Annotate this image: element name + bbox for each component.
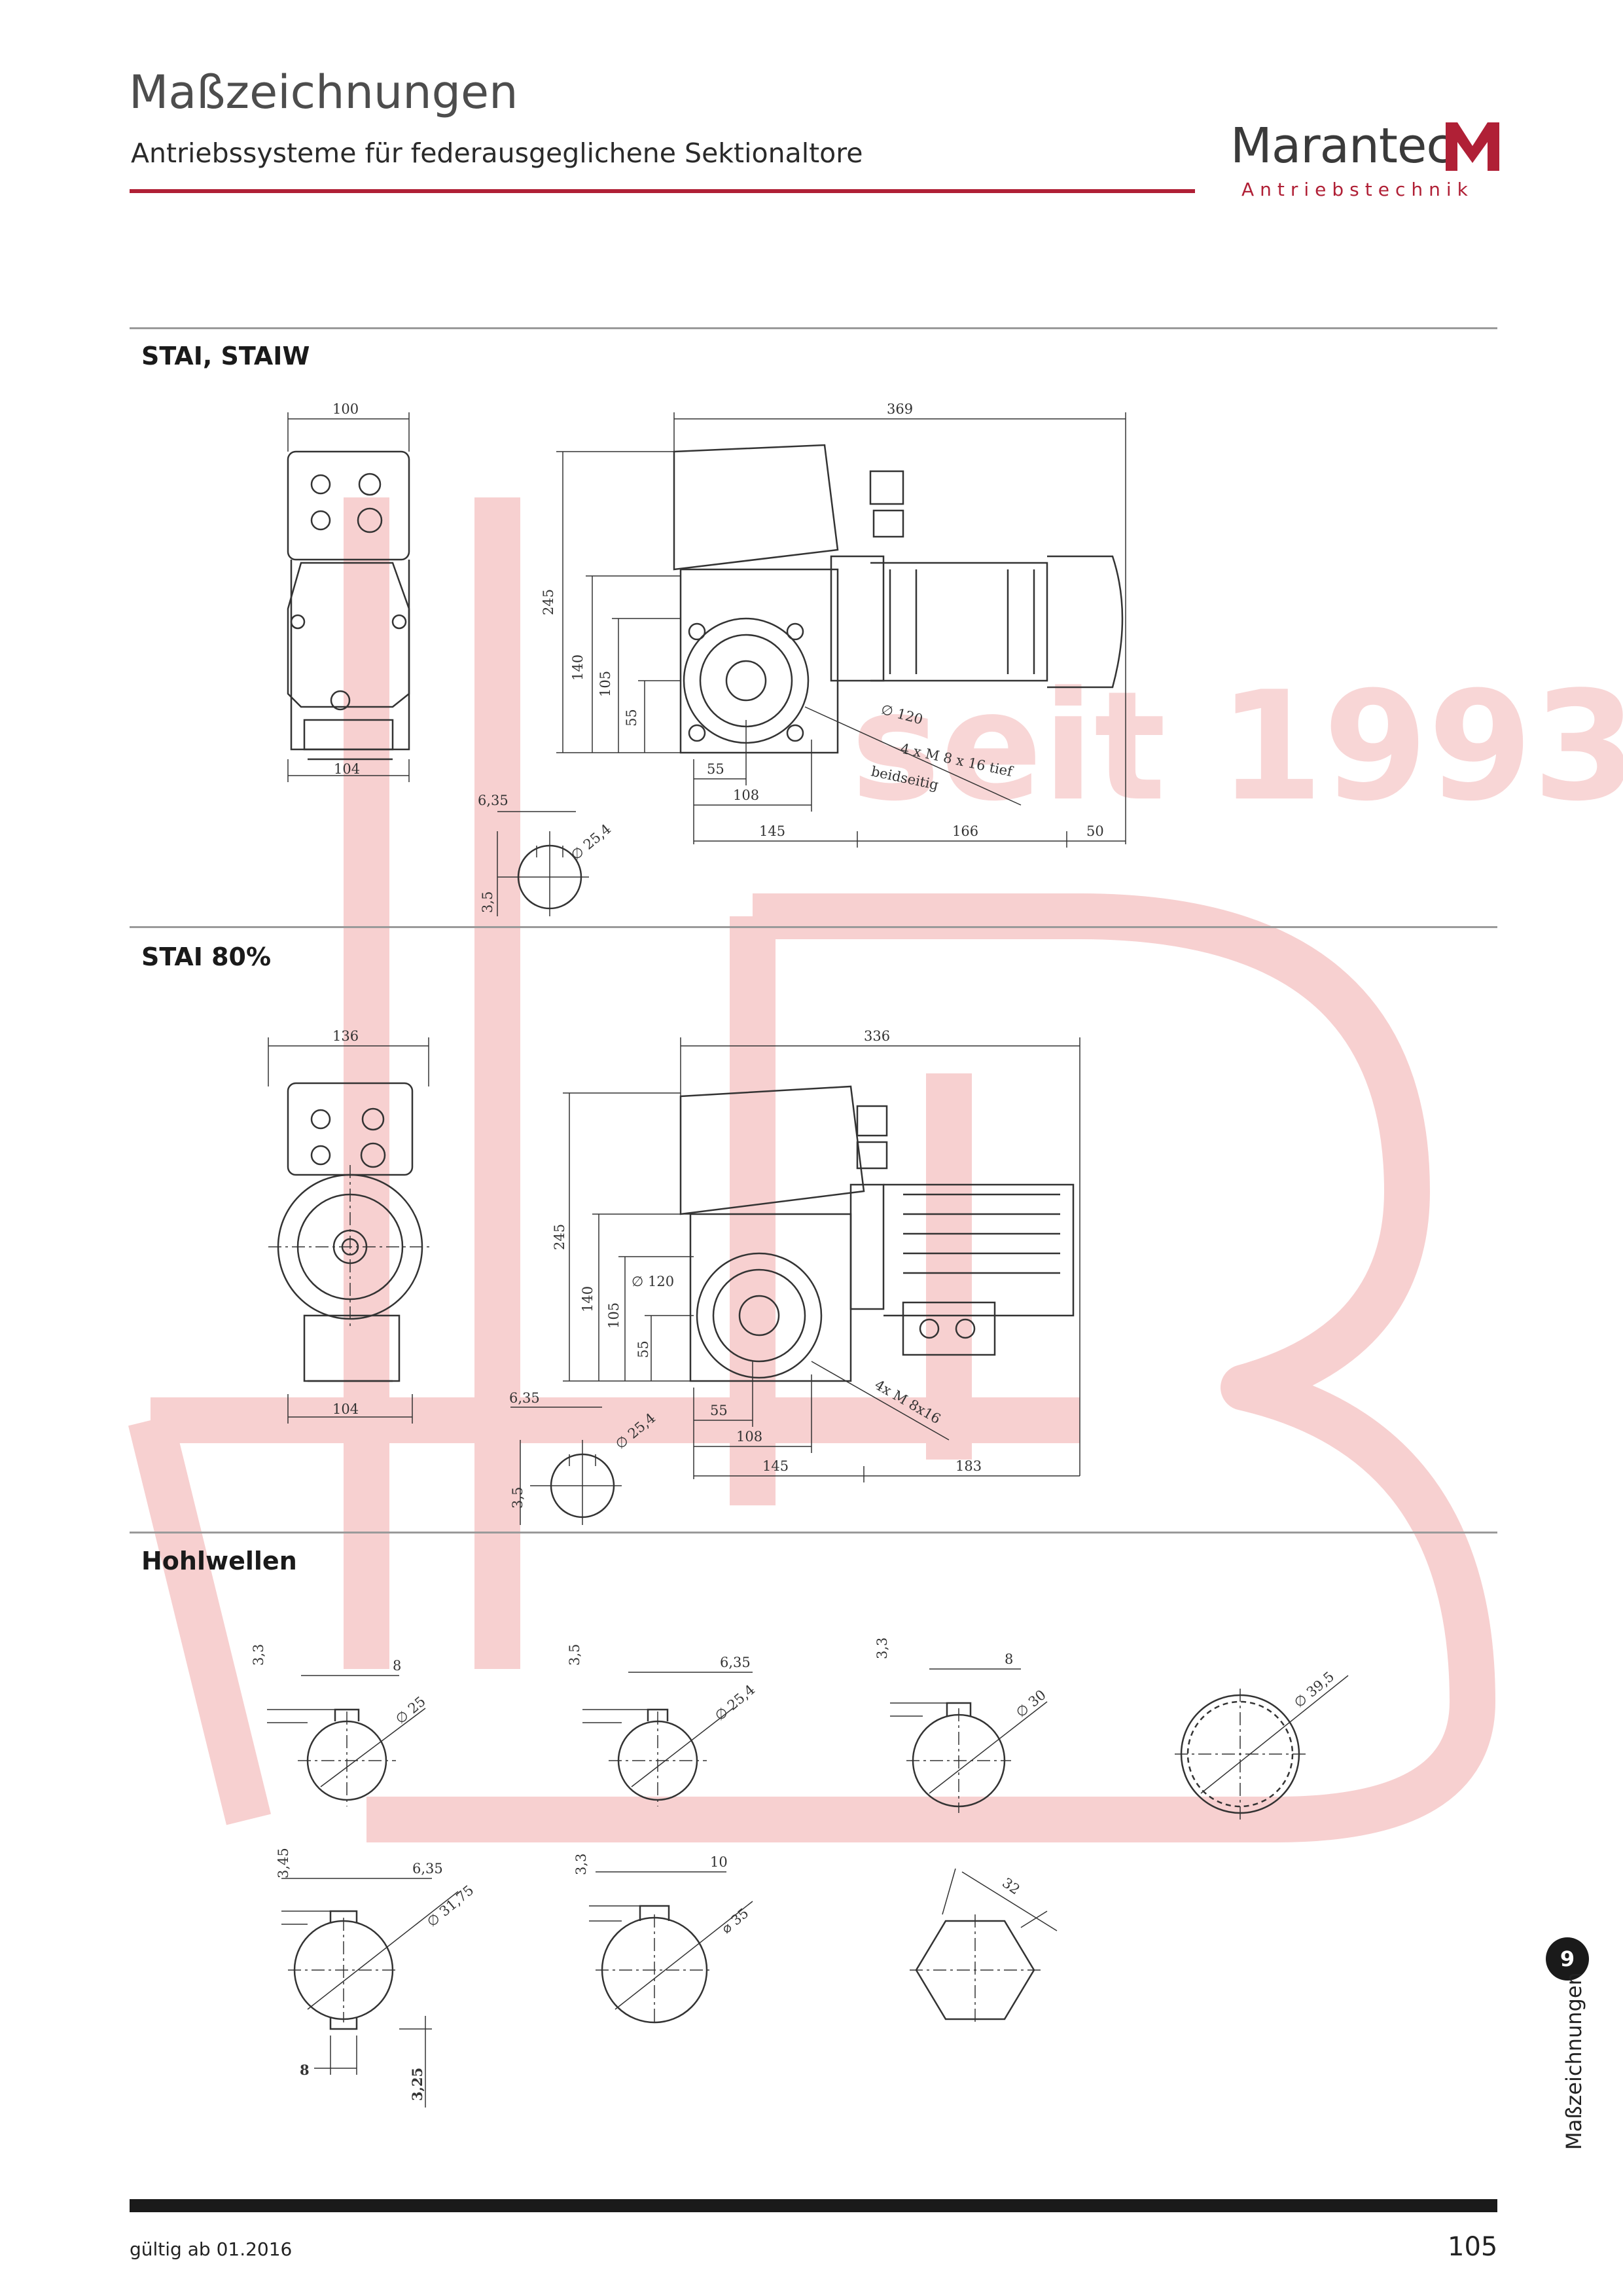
section-rule-1	[130, 327, 1497, 329]
dim-stai-105: 105	[597, 671, 613, 697]
hw6-key-h: 3,3	[573, 1854, 589, 1875]
section-rule-3	[130, 1532, 1497, 1534]
dim-stai-shaft: ∅ 25,4	[568, 821, 614, 863]
hollow-shaft-6	[589, 1871, 753, 2026]
section-title-stai-staiw: STAI, STAIW	[141, 342, 310, 370]
dim-stai80-key35: 3,5	[510, 1487, 526, 1509]
dim-stai80-55: 55	[635, 1340, 651, 1358]
section-title-hohlwellen: Hohlwellen	[141, 1547, 297, 1575]
footer-valid-from: gültig ab 01.2016	[130, 2238, 293, 2260]
page-subtitle: Antriebssysteme für federausgeglichene S…	[131, 137, 863, 169]
dim-stai80-105: 105	[606, 1302, 622, 1329]
dim-stai80-w-bottom: 104	[332, 1401, 359, 1417]
stai80-front-view	[268, 1082, 432, 1382]
hw6-key-w: 10	[710, 1854, 728, 1870]
hollow-shaft-5	[281, 1878, 459, 2108]
dim-stai80-len: 336	[864, 1028, 890, 1044]
hollow-shaft-7-hex	[910, 1868, 1058, 2026]
hollow-shaft-2	[582, 1672, 753, 1806]
dim-stai-x166: 166	[952, 823, 978, 839]
dim-stai80-key635: 6,35	[509, 1390, 540, 1406]
hw3-key-w: 8	[1005, 1651, 1013, 1667]
section-rule-2	[130, 926, 1497, 928]
dim-stai80-140: 140	[580, 1286, 596, 1312]
header-rule	[130, 189, 1195, 193]
dim-stai80-x108: 108	[736, 1429, 762, 1444]
dim-stai-x50: 50	[1086, 823, 1104, 839]
dim-stai-w-bottom: 104	[334, 761, 360, 777]
dim-stai80-dia120: ∅ 120	[632, 1274, 674, 1289]
hw2-dia: ∅ 25,4	[712, 1681, 758, 1723]
page-title: Maßzeichnungen	[129, 65, 518, 119]
brand-m-icon	[1446, 122, 1499, 171]
footer-bar	[130, 2199, 1497, 2212]
hw1-key-h: 3,3	[251, 1644, 266, 1666]
dim-stai-dia120: ∅ 120	[880, 702, 925, 728]
brand-name: Marantec	[1230, 118, 1453, 174]
hw5-key-h: 3,45	[276, 1848, 291, 1878]
dim-stai-w-top: 100	[332, 401, 359, 417]
brand-subtitle: Antriebstechnik	[1241, 179, 1474, 200]
watermark-text: seit 1993	[851, 660, 1623, 834]
dim-stai80-245: 245	[552, 1224, 567, 1250]
dim-stai-55: 55	[624, 709, 639, 726]
dim-stai80-x55: 55	[710, 1403, 728, 1418]
hw2-key-w: 6,35	[720, 1655, 751, 1670]
hw7-hex: 32	[999, 1874, 1023, 1897]
stai80-side-view	[679, 1085, 1075, 1382]
page-number: 105	[1448, 2232, 1498, 2262]
hw6-dia: ⌀ 35	[719, 1905, 752, 1937]
dim-stai-thread2: beidseitig	[870, 763, 940, 793]
dim-stai-len: 369	[887, 401, 913, 417]
dim-stai80-x145: 145	[762, 1458, 789, 1474]
dim-stai80-x183: 183	[955, 1458, 982, 1474]
dim-stai-245: 245	[541, 589, 556, 615]
hw5-dia: ∅ 31,75	[424, 1882, 477, 1930]
hw5-key-w: 6,35	[412, 1861, 443, 1876]
stai-front-view	[287, 450, 410, 761]
section-title-stai-80: STAI 80%	[141, 942, 272, 971]
dim-stai-key635: 6,35	[478, 793, 508, 808]
hw3-key-h: 3,3	[874, 1638, 890, 1659]
hollow-shaft-1	[267, 1675, 426, 1806]
stai-side-view	[673, 444, 1124, 754]
hollow-shaft-3	[890, 1668, 1048, 1813]
hw1-key-w: 8	[393, 1658, 401, 1674]
side-chapter-label: Maßzeichnungen	[1561, 1972, 1586, 2150]
dim-stai-140: 140	[570, 655, 586, 681]
hw5-key2-h: 3,25	[409, 2068, 425, 2101]
hw2-key-h: 3,5	[567, 1644, 582, 1666]
hw5-key2-w: 8	[300, 2062, 310, 2078]
dim-stai-x145: 145	[759, 823, 785, 839]
dim-stai-x108: 108	[733, 787, 759, 803]
dim-stai-x55: 55	[707, 761, 724, 777]
dim-stai80-shaft: ∅ 25,4	[613, 1410, 658, 1452]
chapter-badge: 9	[1546, 1937, 1589, 1981]
hollow-shaft-4-splined	[1175, 1675, 1349, 1820]
dim-stai-key35: 3,5	[480, 891, 495, 913]
hw3-dia: ∅ 30	[1013, 1687, 1049, 1721]
dim-stai80-w-top: 136	[332, 1028, 359, 1044]
